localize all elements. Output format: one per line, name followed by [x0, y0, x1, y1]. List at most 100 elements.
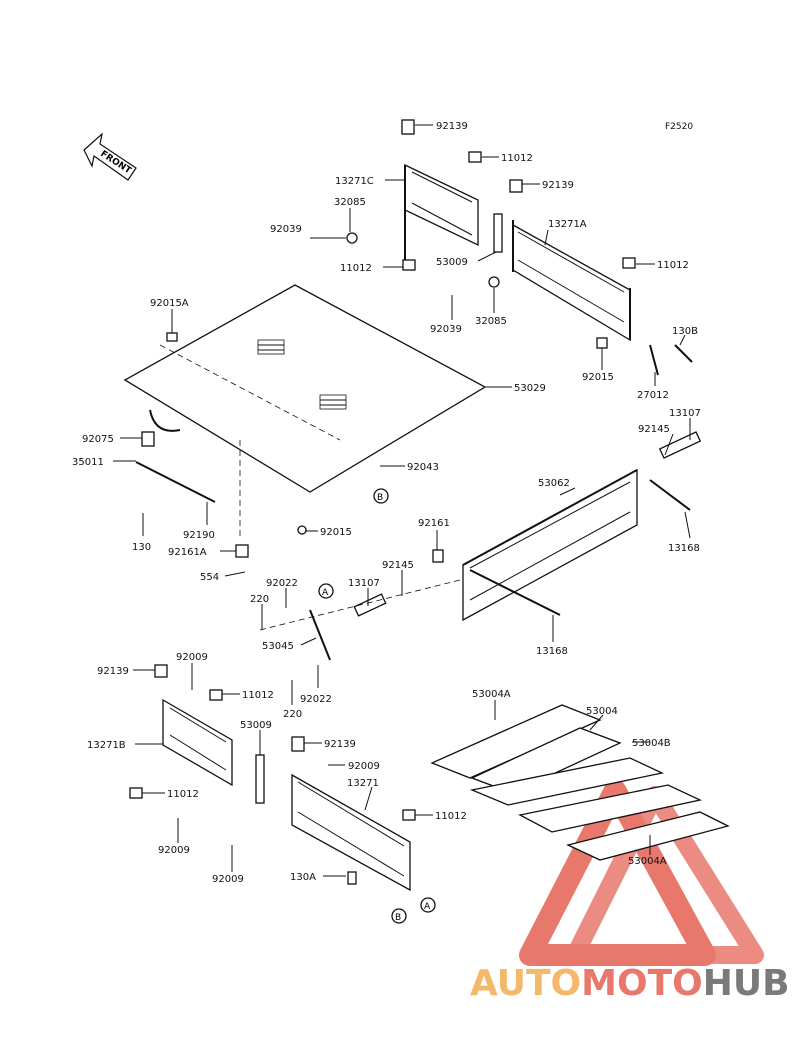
figure-code: F2520	[665, 122, 693, 132]
label-35011: 35011	[72, 457, 104, 468]
label-92161a: 92161A	[168, 547, 207, 558]
nut-11012-f	[129, 787, 143, 799]
label-92145: 92145	[638, 424, 670, 435]
label-53004a: 53004A	[472, 689, 511, 700]
guide-32085-b	[488, 276, 500, 288]
label-11012: 11012	[340, 263, 372, 274]
label-92039: 92039	[430, 324, 462, 335]
label-32085: 32085	[475, 316, 507, 327]
svg-text:B: B	[395, 913, 401, 923]
cable-53045	[309, 609, 331, 661]
label-92009: 92009	[212, 874, 244, 885]
label-92139: 92139	[542, 180, 574, 191]
nut-92015a	[166, 332, 178, 342]
bracket-53009-upper	[493, 213, 503, 253]
mat-53004a-bottom	[566, 811, 730, 861]
svg-text:A: A	[424, 902, 431, 912]
callout-a-upper	[318, 583, 334, 599]
label-92139: 92139	[97, 666, 129, 677]
guide-32085-a	[346, 232, 358, 244]
label-11012: 11012	[435, 811, 467, 822]
label-13107: 13107	[348, 578, 380, 589]
collar-92161a	[235, 544, 249, 558]
label-53009: 53009	[240, 720, 272, 731]
label-11012: 11012	[501, 153, 533, 164]
label-92009: 92009	[176, 652, 208, 663]
part-number-labels: 92139 11012 92139 13271C 32085 92039 132…	[72, 121, 701, 885]
callout-b-upper	[373, 488, 389, 504]
label-92015: 92015	[582, 372, 614, 383]
nut-11012-b	[402, 259, 416, 271]
label-53004: 53004	[586, 706, 618, 717]
mat-53004a-upper	[430, 704, 602, 779]
side-panel-13271c	[404, 163, 479, 270]
leader-lines	[113, 124, 691, 877]
cap-92139-c	[154, 664, 168, 678]
cap-92075	[141, 431, 155, 447]
label-32085: 32085	[334, 197, 366, 208]
label-13168: 13168	[536, 646, 568, 657]
label-130: 130	[132, 542, 151, 553]
label-92039: 92039	[270, 224, 302, 235]
label-92009: 92009	[348, 761, 380, 772]
bracket-53009-lower	[255, 754, 265, 804]
watermark-logo: AUTOMOTOHUB	[470, 779, 790, 1004]
label-92139: 92139	[436, 121, 468, 132]
bolt-130a	[347, 871, 357, 885]
mat-53004b	[469, 757, 665, 806]
mat-53004a-lower	[518, 784, 703, 833]
latch-27012	[649, 344, 659, 376]
svg-text:A: A	[322, 588, 329, 598]
label-92161: 92161	[418, 518, 450, 529]
assembly-guide-line	[259, 579, 461, 631]
collar-92161	[432, 549, 444, 563]
label-27012: 27012	[637, 390, 669, 401]
shaft-13168-upper	[649, 479, 691, 511]
label-92015a: 92015A	[150, 298, 189, 309]
svg-text:B: B	[377, 493, 383, 503]
callout-a-lower	[420, 897, 436, 913]
label-11012: 11012	[242, 690, 274, 701]
label-13271b: 13271B	[87, 740, 126, 751]
nut-92015-a	[596, 337, 608, 349]
label-130a: 130A	[290, 872, 316, 883]
label-130b: 130B	[672, 326, 698, 337]
assembly-guide-line	[159, 344, 341, 441]
label-92190: 92190	[183, 530, 215, 541]
watermark-text: AUTOMOTOHUB	[470, 963, 790, 1004]
label-53004b: 53004B	[632, 738, 671, 749]
watermark-triangle-right	[566, 786, 764, 964]
nut-11012-c	[622, 257, 636, 269]
shaft-13168-lower	[469, 569, 561, 616]
label-13271: 13271	[347, 778, 379, 789]
deck-board-53029	[123, 284, 487, 493]
rod-92190	[135, 461, 216, 503]
label-13107: 13107	[669, 408, 701, 419]
label-92075: 92075	[82, 434, 114, 445]
label-53029: 53029	[514, 383, 546, 394]
label-220: 220	[283, 709, 302, 720]
side-panel-13271a	[512, 220, 631, 342]
label-92009: 92009	[158, 845, 190, 856]
nut-11012-a	[468, 151, 482, 163]
label-92022: 92022	[300, 694, 332, 705]
cap-92139-d	[291, 736, 305, 752]
label-220: 220	[250, 594, 269, 605]
label-53045: 53045	[262, 641, 294, 652]
label-11012: 11012	[167, 789, 199, 800]
label-92139: 92139	[324, 739, 356, 750]
bolt-130b	[674, 344, 693, 363]
cap-92139-a	[401, 119, 415, 135]
label-554: 554	[200, 572, 219, 583]
label-92043: 92043	[407, 462, 439, 473]
label-13168: 13168	[668, 543, 700, 554]
label-92015: 92015	[320, 527, 352, 538]
label-13271c: 13271C	[335, 176, 374, 187]
cap-92139-b	[509, 179, 523, 193]
side-panel-13271b	[162, 698, 233, 787]
label-92145: 92145	[382, 560, 414, 571]
label-92022: 92022	[266, 578, 298, 589]
label-53062: 53062	[538, 478, 570, 489]
